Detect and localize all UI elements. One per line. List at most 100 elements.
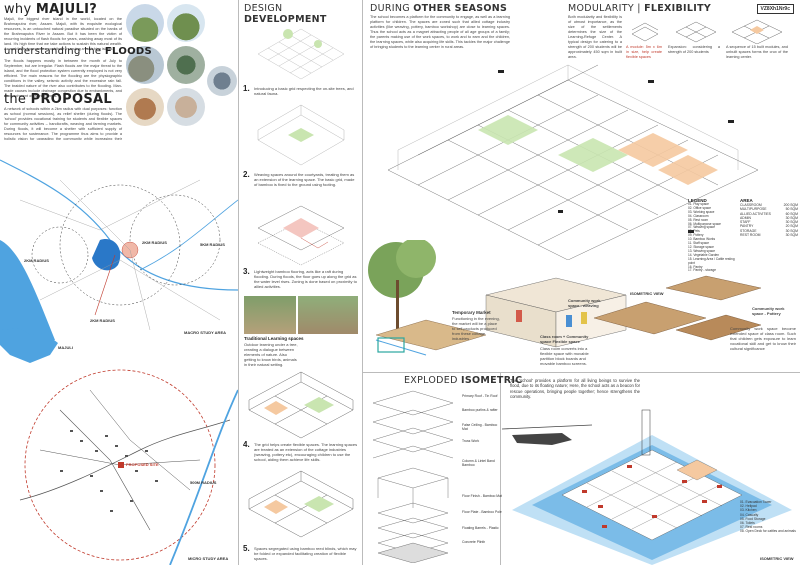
seasons-title-bold: OTHER SEASONS [413, 3, 508, 14]
exploded-layer-label: Truss Work [462, 439, 480, 443]
proposal-title: the PROPOSAL [4, 92, 112, 107]
legend-item: 13. Weaving space [688, 248, 716, 253]
step-4-text: The grid helps create flexible spaces. T… [254, 442, 358, 462]
legend-item: 09. Pottery [688, 233, 704, 238]
exploded-title-plain: EXPLODED [404, 375, 462, 386]
step-4-num: 4. [243, 440, 250, 449]
development-column: DESIGN DEVELOPMENT 1. Introducing a basi… [240, 0, 362, 565]
flood-legend-item: 04. Casualty [740, 512, 759, 517]
development-title-plain: DESIGN [244, 3, 283, 14]
divider-horizontal [362, 372, 800, 373]
area-row-value: 50 SQM [785, 207, 798, 212]
exploded-layer-label: Concrete Plinth [462, 540, 486, 544]
exploded-layer-label: Column & Lintel Band Bamboo [462, 459, 495, 467]
area-row-label: PANTRY [740, 224, 754, 229]
area-row-label: ALLIED ACTIVITIES [740, 211, 771, 216]
exploded-title-bold: ISOMETRIC [461, 375, 523, 386]
legend-item: 08. Pets [688, 229, 700, 234]
area-title: AREA [740, 198, 753, 203]
area-row: ALLIED ACTIVITIES 60 SQM [740, 212, 798, 216]
step-1-diagram [257, 28, 345, 80]
modularity-body: Both modularity and flexibility is of ut… [568, 15, 622, 59]
macro-label-majuli: MAJULI [58, 345, 73, 350]
area-row: PANTRY 20 SQM [740, 224, 798, 228]
floods-title-bold: FLOODS [104, 46, 153, 57]
legend-item: 07. Weaving space [688, 225, 716, 230]
macro-label-2km-c: 2KM RADIUS [90, 318, 115, 323]
why-title-plain: why [4, 2, 36, 17]
area-row: MULTIPURPOSE 50 SQM [740, 207, 798, 211]
area-row-value: 30 SQM [785, 228, 798, 233]
module-icon-expansion [675, 21, 717, 43]
seasons-title-plain: DURING [370, 3, 414, 14]
temporary-market-title: Temporary Market [452, 310, 491, 315]
macro-label-2km: 2KM RADIUS [142, 240, 167, 245]
step-2-text: Weaving spaces around the courtyards, tr… [254, 172, 355, 187]
step-3-diagram [257, 205, 345, 266]
development-title: DESIGN DEVELOPMENT [244, 3, 362, 25]
legend-item: 04. Classroom [688, 213, 709, 218]
step-4-diagram [248, 371, 354, 439]
exploded-title: EXPLODED ISOMETRIC [404, 375, 522, 386]
step-5-num: 5. [243, 544, 250, 553]
legend-item: 11. Staff space [688, 241, 709, 246]
weaving-label: Community work space - weaving [568, 298, 601, 308]
sheet-code: VZ8Xh1Nr9c [756, 4, 794, 14]
macro-map [0, 140, 238, 340]
exploded-layer-label: Bamboo purlins & rafter [462, 408, 498, 412]
why-title-bold: MAJULI? [35, 2, 98, 17]
pottery-label: Community work space - Pottery [752, 306, 785, 316]
seasons-title: DURING OTHER SEASONS [370, 3, 507, 14]
proposal-title-plain: the [4, 92, 31, 107]
legend-item: 16. Pantry [688, 264, 703, 269]
area-row-value: 60 SQM [785, 211, 798, 216]
proposal-title-bold: PROPOSAL [30, 92, 112, 107]
step-2-num: 2. [243, 170, 250, 179]
traditional-title: Traditional Learning spaces [244, 336, 304, 341]
floods-title: understanding the FLOODS [4, 46, 152, 57]
legend-item: 03. Working space [688, 209, 715, 214]
area-row-label: MULTIPURPOSE [740, 207, 767, 212]
expansion-note: Expansion: considering a strength of 200… [668, 45, 720, 54]
floods-body: The floods happens mostly in between the… [4, 59, 122, 98]
area-row-label: STORAGE [740, 228, 757, 233]
classroom-title: Class room + Community space Flexible sp… [540, 334, 589, 344]
area-row-value: 30 SQM [785, 233, 798, 238]
seasons-perspective [368, 240, 762, 356]
micro-study-label: MICRO STUDY AREA [188, 556, 229, 561]
photo-boat-circle [207, 66, 237, 96]
sequence-note: A sequence of 15 built modules, and unbu… [726, 45, 788, 59]
legend-item: 15. Learning Area / Cattle resting point [688, 256, 735, 265]
area-row-value: 20 SQM [785, 224, 798, 229]
flood-isometric [502, 409, 792, 565]
why-majuli-title: why MAJULI? [4, 2, 97, 17]
macro-label-5km: 5KM RADIUS [200, 242, 225, 247]
legend-item: 12. Storage space [688, 244, 714, 249]
floods-title-plain: understanding the [4, 46, 105, 57]
step-1-num: 1. [243, 84, 250, 93]
divider-vertical-3 [500, 372, 501, 565]
radius-500m-label: 500M RADIUS [190, 480, 217, 485]
photo-flood-circle [126, 46, 164, 84]
legend-item: 14. Vegetable Garden [688, 252, 720, 257]
step-1-text: Introducing a basic grid respecting the … [254, 86, 354, 96]
photo-crowd-circle [167, 88, 205, 126]
modularity-title: MODULARITY | FLEXIBILITY [568, 3, 711, 14]
flood-legend-item: 02. Helipad [740, 504, 757, 509]
proposed-site-label: PROPOSED SITE [126, 462, 159, 467]
legend-item: 10. Bamboo Works [688, 237, 716, 242]
legend-item: 17. Pantry - storage [688, 268, 716, 273]
traditional-photo [244, 296, 296, 334]
step-3-num: 3. [243, 267, 250, 276]
divider-vertical-2 [362, 0, 363, 565]
photo-village-circle [126, 4, 164, 42]
photo-field-circle [167, 4, 205, 42]
flood-body: The 'school' provides a platform for all… [510, 378, 640, 400]
exploded-layer-label: Floating Barrels - Plastic [462, 526, 499, 530]
module-note: A module: 5m x 6m in size, help create f… [626, 45, 662, 59]
isometric-plan [387, 64, 759, 260]
